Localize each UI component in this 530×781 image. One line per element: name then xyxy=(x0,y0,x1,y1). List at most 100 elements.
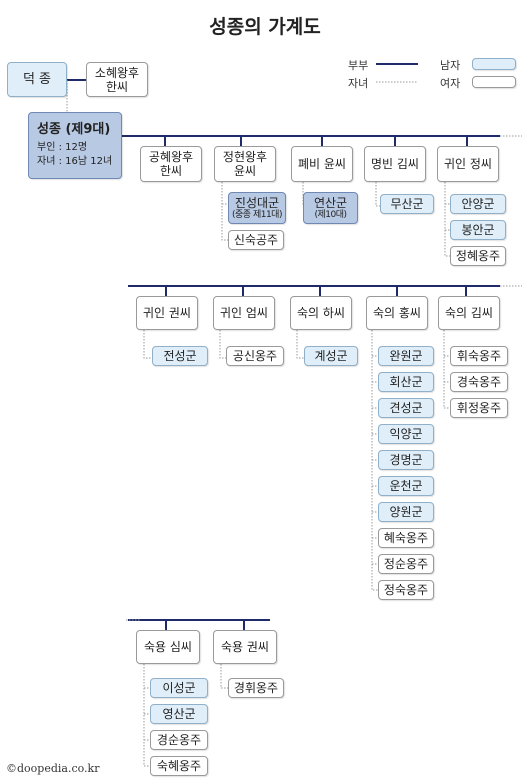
child-name: 봉안군 xyxy=(461,223,495,237)
legend-child-label: 자녀 xyxy=(348,77,369,90)
wife-box: 귀인 권씨 xyxy=(136,296,198,330)
wife-name-2: 윤씨 xyxy=(233,164,257,178)
wife-name: 숙용 권씨 xyxy=(221,640,269,654)
legend-female-swatch xyxy=(472,76,516,88)
wife-name: 귀인 권씨 xyxy=(143,306,191,320)
child-box: 영산군 xyxy=(150,704,208,724)
child-name: 회산군 xyxy=(389,375,423,389)
wife-name: 귀인 정씨 xyxy=(444,157,492,171)
child-box: 정숙옹주 xyxy=(378,580,434,600)
child-name: 숙혜옹주 xyxy=(156,759,202,773)
legend-male-label: 남자 xyxy=(440,59,461,72)
wife-name: 숙용 심씨 xyxy=(144,640,192,654)
child-box: 경순옹주 xyxy=(150,730,208,750)
wife-name: 폐비 윤씨 xyxy=(298,157,346,171)
child-name: 양원군 xyxy=(389,505,423,519)
legend-spouse-label: 부부 xyxy=(348,59,369,72)
child-name: 경명군 xyxy=(389,453,423,467)
king-wives: 부인 : 12명 xyxy=(37,142,88,153)
child-name: 정혜옹주 xyxy=(455,249,501,263)
child-name: 신숙공주 xyxy=(233,233,279,247)
wife-box: 귀인 정씨 xyxy=(437,146,499,182)
child-box: 휘정옹주 xyxy=(450,398,508,418)
child-name: 전성군 xyxy=(163,349,197,363)
child-box: 진성대군(중종 제11대) xyxy=(228,192,286,224)
child-name: 계성군 xyxy=(314,349,348,363)
wife-name: 숙의 김씨 xyxy=(445,306,493,320)
child-name: 운천군 xyxy=(389,479,423,493)
child-box: 완원군 xyxy=(378,346,434,366)
wife-name: 숙의 하씨 xyxy=(297,306,345,320)
child-box: 이성군 xyxy=(150,678,208,698)
king-name: 성종 (제9대) xyxy=(37,122,111,137)
child-note: (제10대) xyxy=(314,209,347,220)
child-box: 경숙옹주 xyxy=(450,372,508,392)
child-name: 안양군 xyxy=(461,197,495,211)
child-box: 정순옹주 xyxy=(378,554,434,574)
wife-box: 귀인 엄씨 xyxy=(213,296,275,330)
child-name: 경휘옹주 xyxy=(233,681,279,695)
child-box: 혜숙옹주 xyxy=(378,528,434,548)
child-box: 봉안군 xyxy=(450,220,506,240)
wife-name: 숙의 홍씨 xyxy=(373,306,421,320)
child-name: 혜숙옹주 xyxy=(383,531,429,545)
child-name: 정순옹주 xyxy=(383,557,429,571)
child-box: 공신옹주 xyxy=(226,346,284,366)
child-box: 회산군 xyxy=(378,372,434,392)
wife-box: 숙용 심씨 xyxy=(136,630,200,664)
child-name: 영산군 xyxy=(162,707,196,721)
page-title: 성종의 가계도 xyxy=(209,16,321,38)
child-box: 익양군 xyxy=(378,424,434,444)
child-box: 정혜옹주 xyxy=(450,246,506,266)
child-name: 경숙옹주 xyxy=(456,375,502,389)
wife-name: 정현왕후 xyxy=(222,150,268,164)
father-name: 덕 종 xyxy=(22,71,52,87)
child-box: 무산군 xyxy=(380,194,434,214)
child-name: 공신옹주 xyxy=(232,349,278,363)
child-name: 무산군 xyxy=(390,197,424,211)
credit: ©doopedia.co.kr xyxy=(6,762,100,775)
child-name: 진성대군 xyxy=(234,195,280,210)
child-box: 계성군 xyxy=(304,346,358,366)
child-note: (중종 제11대) xyxy=(232,209,282,220)
wife-box: 숙의 김씨 xyxy=(438,296,500,330)
father-box: 덕 종 xyxy=(7,62,67,97)
wife-name: 공혜왕후 xyxy=(148,150,194,164)
child-box: 연산군(제10대) xyxy=(303,192,358,224)
wife-box: 숙의 홍씨 xyxy=(366,296,428,330)
child-box: 안양군 xyxy=(450,194,506,214)
child-box: 양원군 xyxy=(378,502,434,522)
child-name: 휘정옹주 xyxy=(456,401,502,415)
legend-male-swatch xyxy=(472,58,516,70)
legend-female-label: 여자 xyxy=(440,77,461,90)
wife-box: 숙의 하씨 xyxy=(290,296,352,330)
wife-box: 폐비 윤씨 xyxy=(291,146,353,182)
king-box: 성종 (제9대) 부인 : 12명 자녀 : 16남 12녀 xyxy=(28,112,122,179)
mother-name-2: 한씨 xyxy=(105,79,129,94)
wife-name: 귀인 엄씨 xyxy=(220,306,268,320)
child-box: 경휘옹주 xyxy=(228,678,284,698)
mother-name-1: 소혜왕후 xyxy=(94,65,140,80)
child-box: 견성군 xyxy=(378,398,434,418)
child-name: 이성군 xyxy=(162,681,196,695)
wife-name-2: 한씨 xyxy=(159,164,183,178)
child-name: 휘숙옹주 xyxy=(456,349,502,363)
child-box: 휘숙옹주 xyxy=(450,346,508,366)
child-box: 운천군 xyxy=(378,476,434,496)
wife-name: 명빈 김씨 xyxy=(371,157,419,171)
child-name: 경순옹주 xyxy=(156,733,202,747)
child-box: 전성군 xyxy=(152,346,208,366)
child-box: 숙혜옹주 xyxy=(150,756,208,776)
child-name: 연산군 xyxy=(313,195,348,210)
child-box: 신숙공주 xyxy=(228,230,284,250)
child-name: 완원군 xyxy=(389,349,423,363)
wife-box: 숙용 권씨 xyxy=(213,630,277,664)
child-name: 익양군 xyxy=(389,427,423,441)
child-box: 경명군 xyxy=(378,450,434,470)
child-name: 정숙옹주 xyxy=(383,583,429,597)
wife-box: 명빈 김씨 xyxy=(364,146,426,182)
